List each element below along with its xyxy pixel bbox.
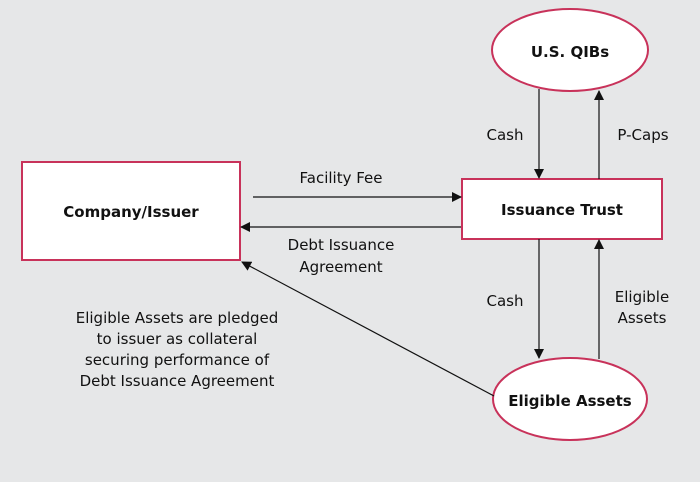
label-pledge-2: to issuer as collateral [97,330,258,348]
label-eligible-assets-2: Assets [618,309,667,327]
label-pledge-3: securing performance of [85,351,270,369]
label-debt-agreement-1: Debt Issuance [288,236,395,254]
arrow-pledge [241,261,495,397]
node-us-qibs: U.S. QIBs [491,8,649,92]
node-company-issuer: Company/Issuer [21,161,241,261]
node-company-label: Company/Issuer [63,203,199,221]
node-assets-label: Eligible Assets [508,392,631,410]
label-pledge-1: Eligible Assets are pledged [76,309,279,327]
label-debt-agreement-2: Agreement [299,258,382,276]
label-pledge-4: Debt Issuance Agreement [80,372,275,390]
label-eligible-assets-1: Eligible [615,288,669,306]
node-trust-label: Issuance Trust [501,201,623,219]
label-facility-fee: Facility Fee [300,169,383,187]
label-cash-assets: Cash [487,292,524,310]
node-qibs-label: U.S. QIBs [531,43,609,61]
node-eligible-assets: Eligible Assets [492,357,648,441]
node-issuance-trust: Issuance Trust [461,178,663,240]
label-cash-qibs: Cash [487,126,524,144]
label-pcaps: P-Caps [617,126,668,144]
